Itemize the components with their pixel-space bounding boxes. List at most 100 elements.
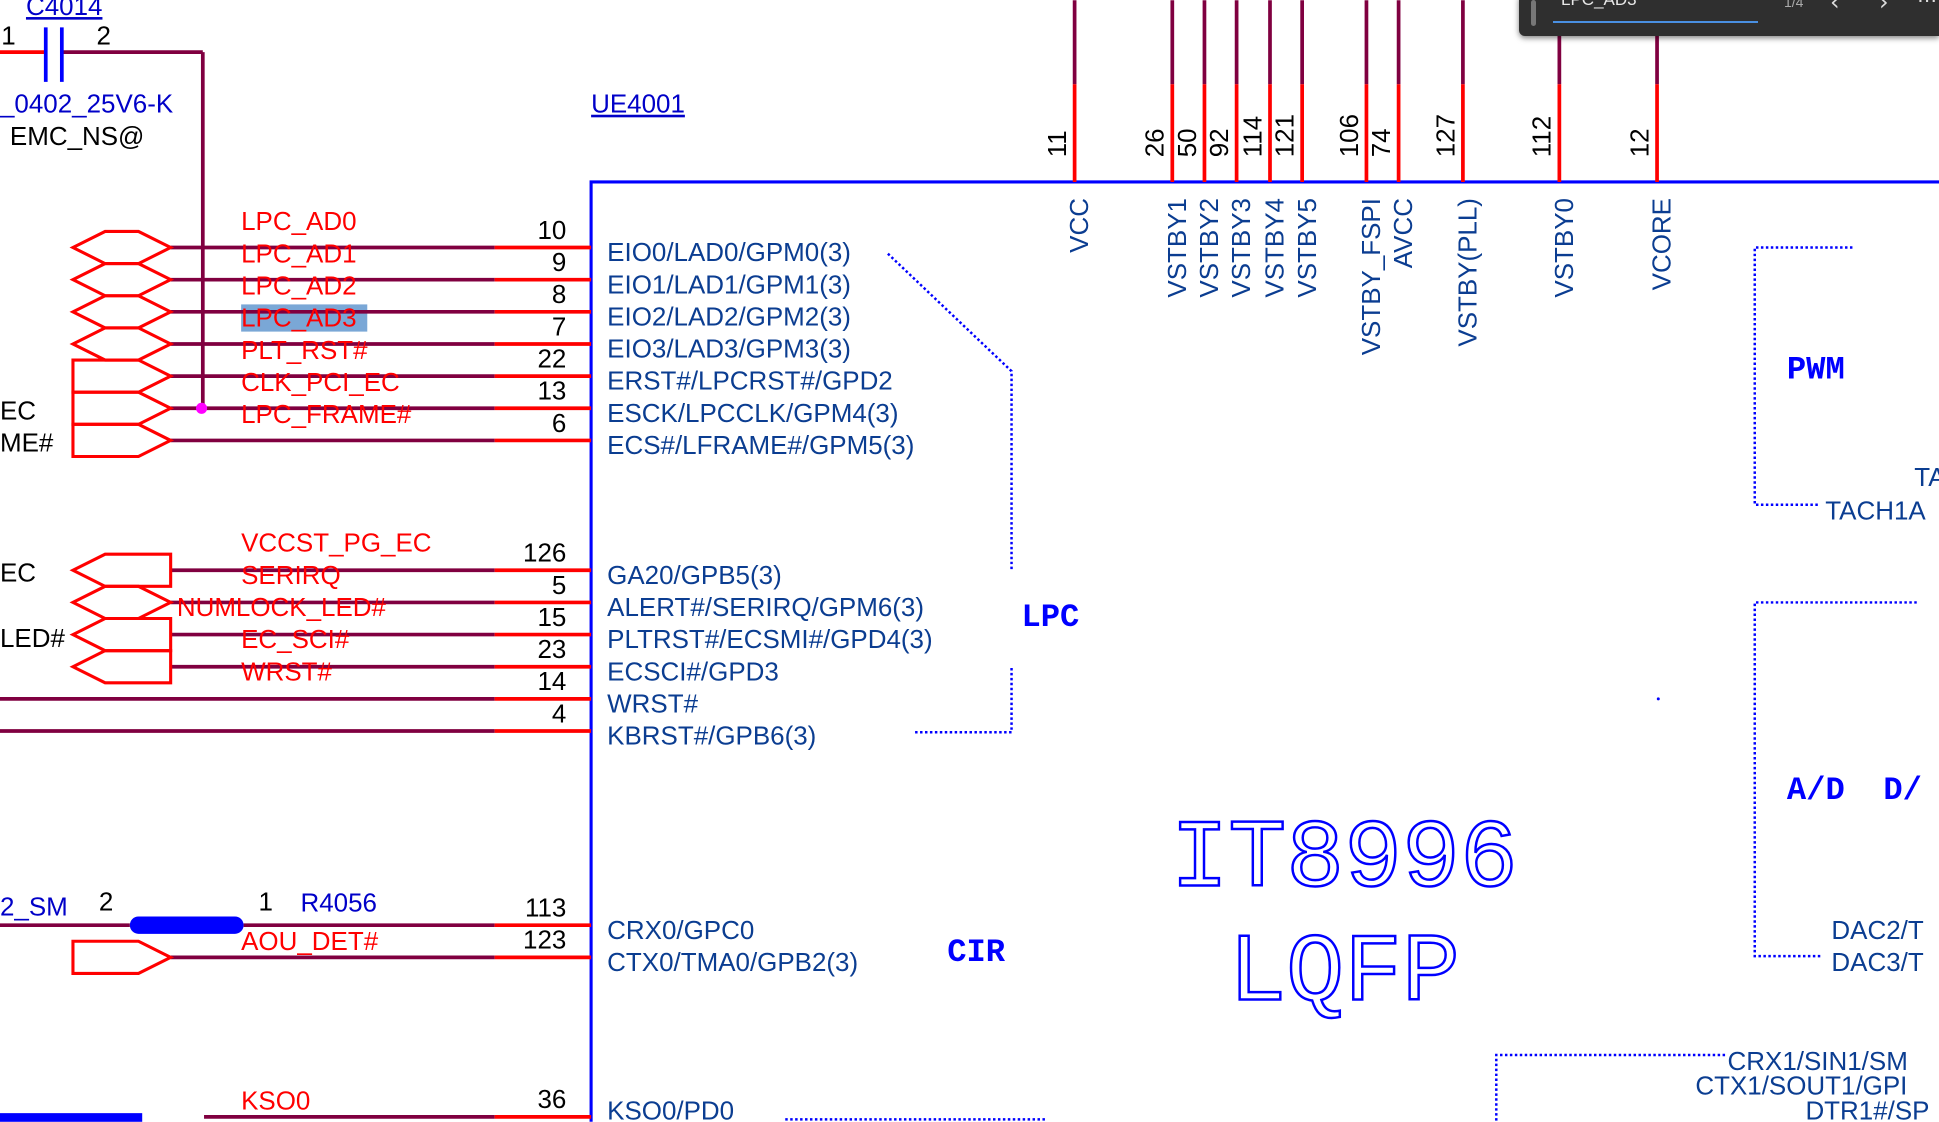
pin-name: VSTBY5: [1292, 198, 1322, 298]
bidirectional-port-icon[interactable]: [69, 326, 175, 362]
match-count: 1/4: [1784, 0, 1804, 10]
previous-match-icon[interactable]: ‹: [1830, 0, 1840, 16]
bus-segment: [0, 1113, 143, 1122]
capacitor-c4014[interactable]: C4014 1 2 _0402_25V6-K EMC_NS@: [0, 0, 208, 414]
net-label[interactable]: VCCST_PG_EC: [241, 528, 431, 558]
pin-signal-name: ECS#/LFRAME#/GPM5(3): [607, 430, 914, 460]
pin-signal-name: KSO0/PD0: [607, 1095, 734, 1122]
pin-number: 126: [523, 538, 566, 568]
output-port-icon[interactable]: [71, 939, 175, 975]
output-port-icon[interactable]: [71, 358, 175, 394]
net-label[interactable]: EC_SCI#: [241, 624, 350, 654]
pin-number: 114: [1237, 116, 1267, 157]
pin-signal-name: ESCK/LPCCLK/GPM4(3): [607, 398, 898, 428]
bidirectional-port-icon[interactable]: [69, 584, 175, 621]
ic-body-outline: [589, 180, 1939, 1122]
input-port-icon[interactable]: [69, 649, 173, 685]
pin-number: 123: [523, 925, 566, 955]
net-label[interactable]: KSO0: [241, 1085, 310, 1115]
net-label[interactable]: LPC_AD2: [241, 271, 356, 301]
pin-number: 121: [1269, 114, 1299, 157]
bidirectional-port-icon[interactable]: [69, 294, 175, 330]
pin-signal-name: EIO3/LAD3/GPM3(3): [607, 334, 851, 364]
right-signal-ta: TA: [1914, 462, 1939, 492]
net-label[interactable]: SERIRQ: [241, 560, 341, 590]
next-match-icon[interactable]: ›: [1879, 0, 1889, 16]
pin-signal-name: GA20/GPB5(3): [607, 560, 782, 590]
bidirectional-port-icon[interactable]: [69, 229, 175, 266]
pin-number: 26: [1140, 128, 1170, 157]
pin-signal-name: PLTRST#/ECSMI#/GPD4(3): [607, 624, 932, 654]
pin-name: VSTBY3: [1226, 198, 1256, 298]
pin-number: 74: [1366, 128, 1396, 157]
net-label[interactable]: NUMLOCK_LED#: [177, 592, 387, 622]
pin-number: 106: [1334, 114, 1364, 157]
cap-value: _0402_25V6-K: [0, 89, 174, 119]
right-signal-dtr1: DTR1#/SP: [1805, 1095, 1929, 1122]
top-power-pins: 11VCC26VSTBY150VSTBY292VSTBY3114VSTBY412…: [1042, 0, 1677, 355]
pin-signal-name: ECSCI#/GPD3: [607, 656, 779, 686]
find-input-underline: [1553, 21, 1758, 23]
pin-number: 127: [1430, 114, 1460, 157]
net-label[interactable]: AOU_DET#: [241, 926, 379, 956]
right-signal-tach1a: TACH1A: [1825, 496, 1926, 526]
offpage-ports: [69, 229, 175, 975]
net-label[interactable]: LPC_AD3: [241, 303, 356, 333]
pin-number: 23: [537, 634, 566, 664]
adc-group-bracket: [1753, 601, 1917, 958]
pin-number: 50: [1172, 128, 1202, 157]
net-label[interactable]: LPC_AD0: [241, 206, 356, 236]
pin-number: 14: [537, 666, 566, 696]
resistor-r4056[interactable]: 2_SM 2 1 R4056: [0, 886, 377, 934]
cap-pin1-number: 1: [1, 21, 15, 51]
pin-number: 12: [1624, 128, 1654, 157]
pin-number: 10: [537, 215, 566, 245]
pin-name: VSTBY2: [1194, 198, 1224, 298]
net-label[interactable]: LPC_FRAME#: [241, 399, 412, 429]
pin-name: VCC: [1064, 198, 1094, 253]
output-port-icon[interactable]: [71, 422, 175, 459]
pin-name: VSTBY1: [1162, 198, 1192, 298]
right-signal-ctx1: CTX1/SOUT1/GPI: [1695, 1071, 1907, 1101]
package-name: LQFP: [1228, 919, 1460, 1028]
pin-number: 11: [1042, 130, 1072, 157]
input-port-icon[interactable]: [69, 616, 173, 653]
pin-number: 36: [537, 1084, 566, 1114]
pin-number: 7: [552, 311, 566, 341]
net-label[interactable]: WRST#: [241, 656, 332, 686]
lpc-group-bracket: [887, 252, 1013, 734]
input-port-icon[interactable]: [69, 552, 173, 588]
more-options-icon[interactable]: ⋯: [1917, 0, 1937, 12]
bidirectional-port-icon[interactable]: [69, 262, 175, 298]
uart-group-bracket: [1495, 1053, 1726, 1122]
pin-number: 113: [525, 893, 566, 923]
resistor-body: [129, 916, 244, 934]
offpage-label-fragment: EC: [0, 395, 36, 425]
pin-number: 13: [537, 376, 566, 406]
pin-signal-name: CRX0/GPC0: [607, 915, 754, 945]
pin-number: 9: [552, 247, 566, 277]
pin-signal-name: EIO1/LAD1/GPM1(3): [607, 269, 851, 299]
pin-signal-name: EIO0/LAD0/GPM0(3): [607, 237, 851, 267]
find-bar: LPC_AD3 1/4 ‹ › ⋯: [1519, 0, 1939, 36]
net-label[interactable]: PLT_RST#: [241, 335, 368, 365]
resistor-refdes: R4056: [300, 888, 376, 918]
net-label[interactable]: LPC_AD1: [241, 238, 356, 268]
pin-number: 22: [537, 343, 566, 373]
pin-number: 4: [552, 698, 566, 728]
pin-signal-name: ERST#/LPCRST#/GPD2: [607, 366, 893, 396]
group-label-adc: A/D D/: [1787, 772, 1922, 809]
ic-refdes: UE4001: [591, 89, 685, 119]
right-signal-crx1: CRX1/SIN1/SM: [1728, 1046, 1908, 1076]
group-label-cir: CIR: [947, 934, 1006, 971]
net-label[interactable]: CLK_PCI_EC: [241, 367, 400, 397]
pin-name: VSTBY(PLL): [1453, 198, 1483, 347]
pin-number: 92: [1204, 128, 1234, 157]
output-port-icon[interactable]: [71, 390, 175, 426]
find-input[interactable]: LPC_AD3: [1561, 0, 1637, 10]
pin-number: 112: [1527, 116, 1557, 157]
find-bar-grip[interactable]: [1531, 0, 1536, 26]
pin-name: AVCC: [1388, 198, 1418, 268]
